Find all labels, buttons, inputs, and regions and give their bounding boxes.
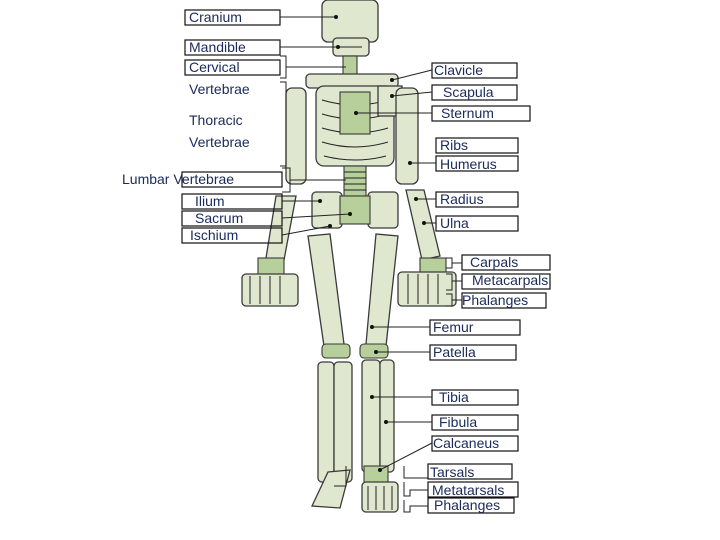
label-cervical-2: Vertebrae: [189, 81, 250, 97]
label-ribs: Ribs: [440, 137, 468, 153]
label-ilium: Ilium: [195, 193, 225, 209]
label-sternum: Sternum: [441, 105, 494, 121]
hand-right: [398, 272, 456, 306]
label-metacarpals: Metacarpals: [472, 272, 548, 288]
label-radius: Radius: [440, 191, 484, 207]
label-patella: Patella: [433, 344, 476, 360]
label-sacrum: Sacrum: [195, 210, 243, 226]
label-calcaneus: Calcaneus: [433, 435, 499, 451]
label-lumbar: Lumbar Vertebrae: [122, 171, 234, 187]
label-cranium: Cranium: [189, 9, 242, 25]
label-carpals: Carpals: [470, 254, 518, 270]
skeleton-figure: [242, 0, 456, 512]
femur-left: [308, 234, 344, 346]
fibula-left: [318, 362, 334, 482]
cervical-bone: [343, 56, 357, 76]
humerus-right: [396, 88, 418, 184]
label-fibula: Fibula: [439, 414, 477, 430]
humerus-left: [286, 88, 306, 184]
label-thoracic-1: Thoracic: [189, 112, 243, 128]
femur-right: [366, 234, 398, 346]
tibia-right: [362, 360, 380, 472]
label-ulna: Ulna: [440, 215, 469, 231]
label-ischium: Ischium: [190, 227, 238, 243]
label-thoracic-2: Vertebrae: [189, 134, 250, 150]
label-mandible: Mandible: [189, 39, 246, 55]
label-scapula: Scapula: [443, 84, 494, 100]
label-metatarsals: Metatarsals: [432, 482, 504, 498]
label-cervical-1: Cervical: [189, 59, 240, 75]
foot-right: [362, 482, 398, 512]
patella-left: [322, 344, 350, 358]
label-humerus: Humerus: [440, 156, 497, 172]
label-hand-phalanges: Phalanges: [462, 292, 528, 308]
label-clavicle: Clavicle: [434, 62, 483, 78]
label-tarsals: Tarsals: [430, 464, 474, 480]
carpals-left: [258, 258, 284, 276]
label-foot-phalanges: Phalanges: [434, 497, 500, 513]
ilium-bone-right: [368, 192, 398, 228]
calcaneus-bone: [364, 466, 388, 484]
lumbar-bone: [344, 166, 366, 196]
sacrum-bone: [340, 196, 370, 224]
tibia-left: [334, 362, 352, 482]
fibula-right: [380, 360, 394, 472]
patella-right: [360, 344, 388, 358]
cranium-bone: [322, 0, 378, 42]
label-femur: Femur: [433, 319, 474, 335]
ilium-bone: [312, 192, 342, 228]
label-tibia: Tibia: [439, 389, 469, 405]
radius-right: [406, 190, 440, 260]
